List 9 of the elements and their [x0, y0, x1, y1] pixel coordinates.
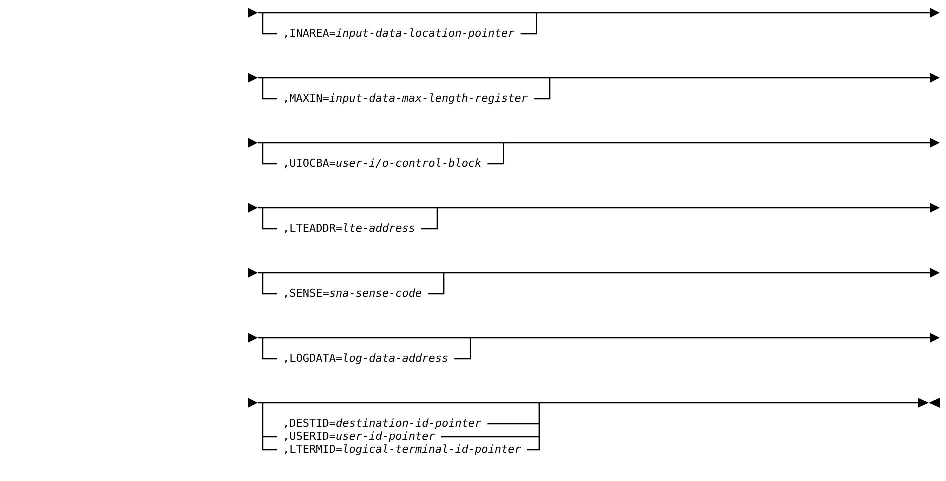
syntax-option: ,INAREA=input-data-location-pointer — [283, 27, 515, 40]
syntax-option: ,LOGDATA=log-data-address — [283, 352, 449, 365]
syntax-option: ,MAXIN=input-data-max-length-register — [283, 92, 528, 105]
syntax-option: ,DESTID=destination-id-pointer — [283, 417, 482, 430]
syntax-option: ,SENSE=sna-sense-code — [283, 287, 422, 300]
syntax-option: ,UIOCBA=user-i/o-control-block — [283, 157, 482, 170]
syntax-option: ,LTERMID=logical-terminal-id-pointer — [283, 443, 522, 456]
syntax-option: ,USERID=user-id-pointer — [283, 430, 436, 443]
syntax-option: ,LTEADDR=lte-address — [283, 222, 416, 235]
